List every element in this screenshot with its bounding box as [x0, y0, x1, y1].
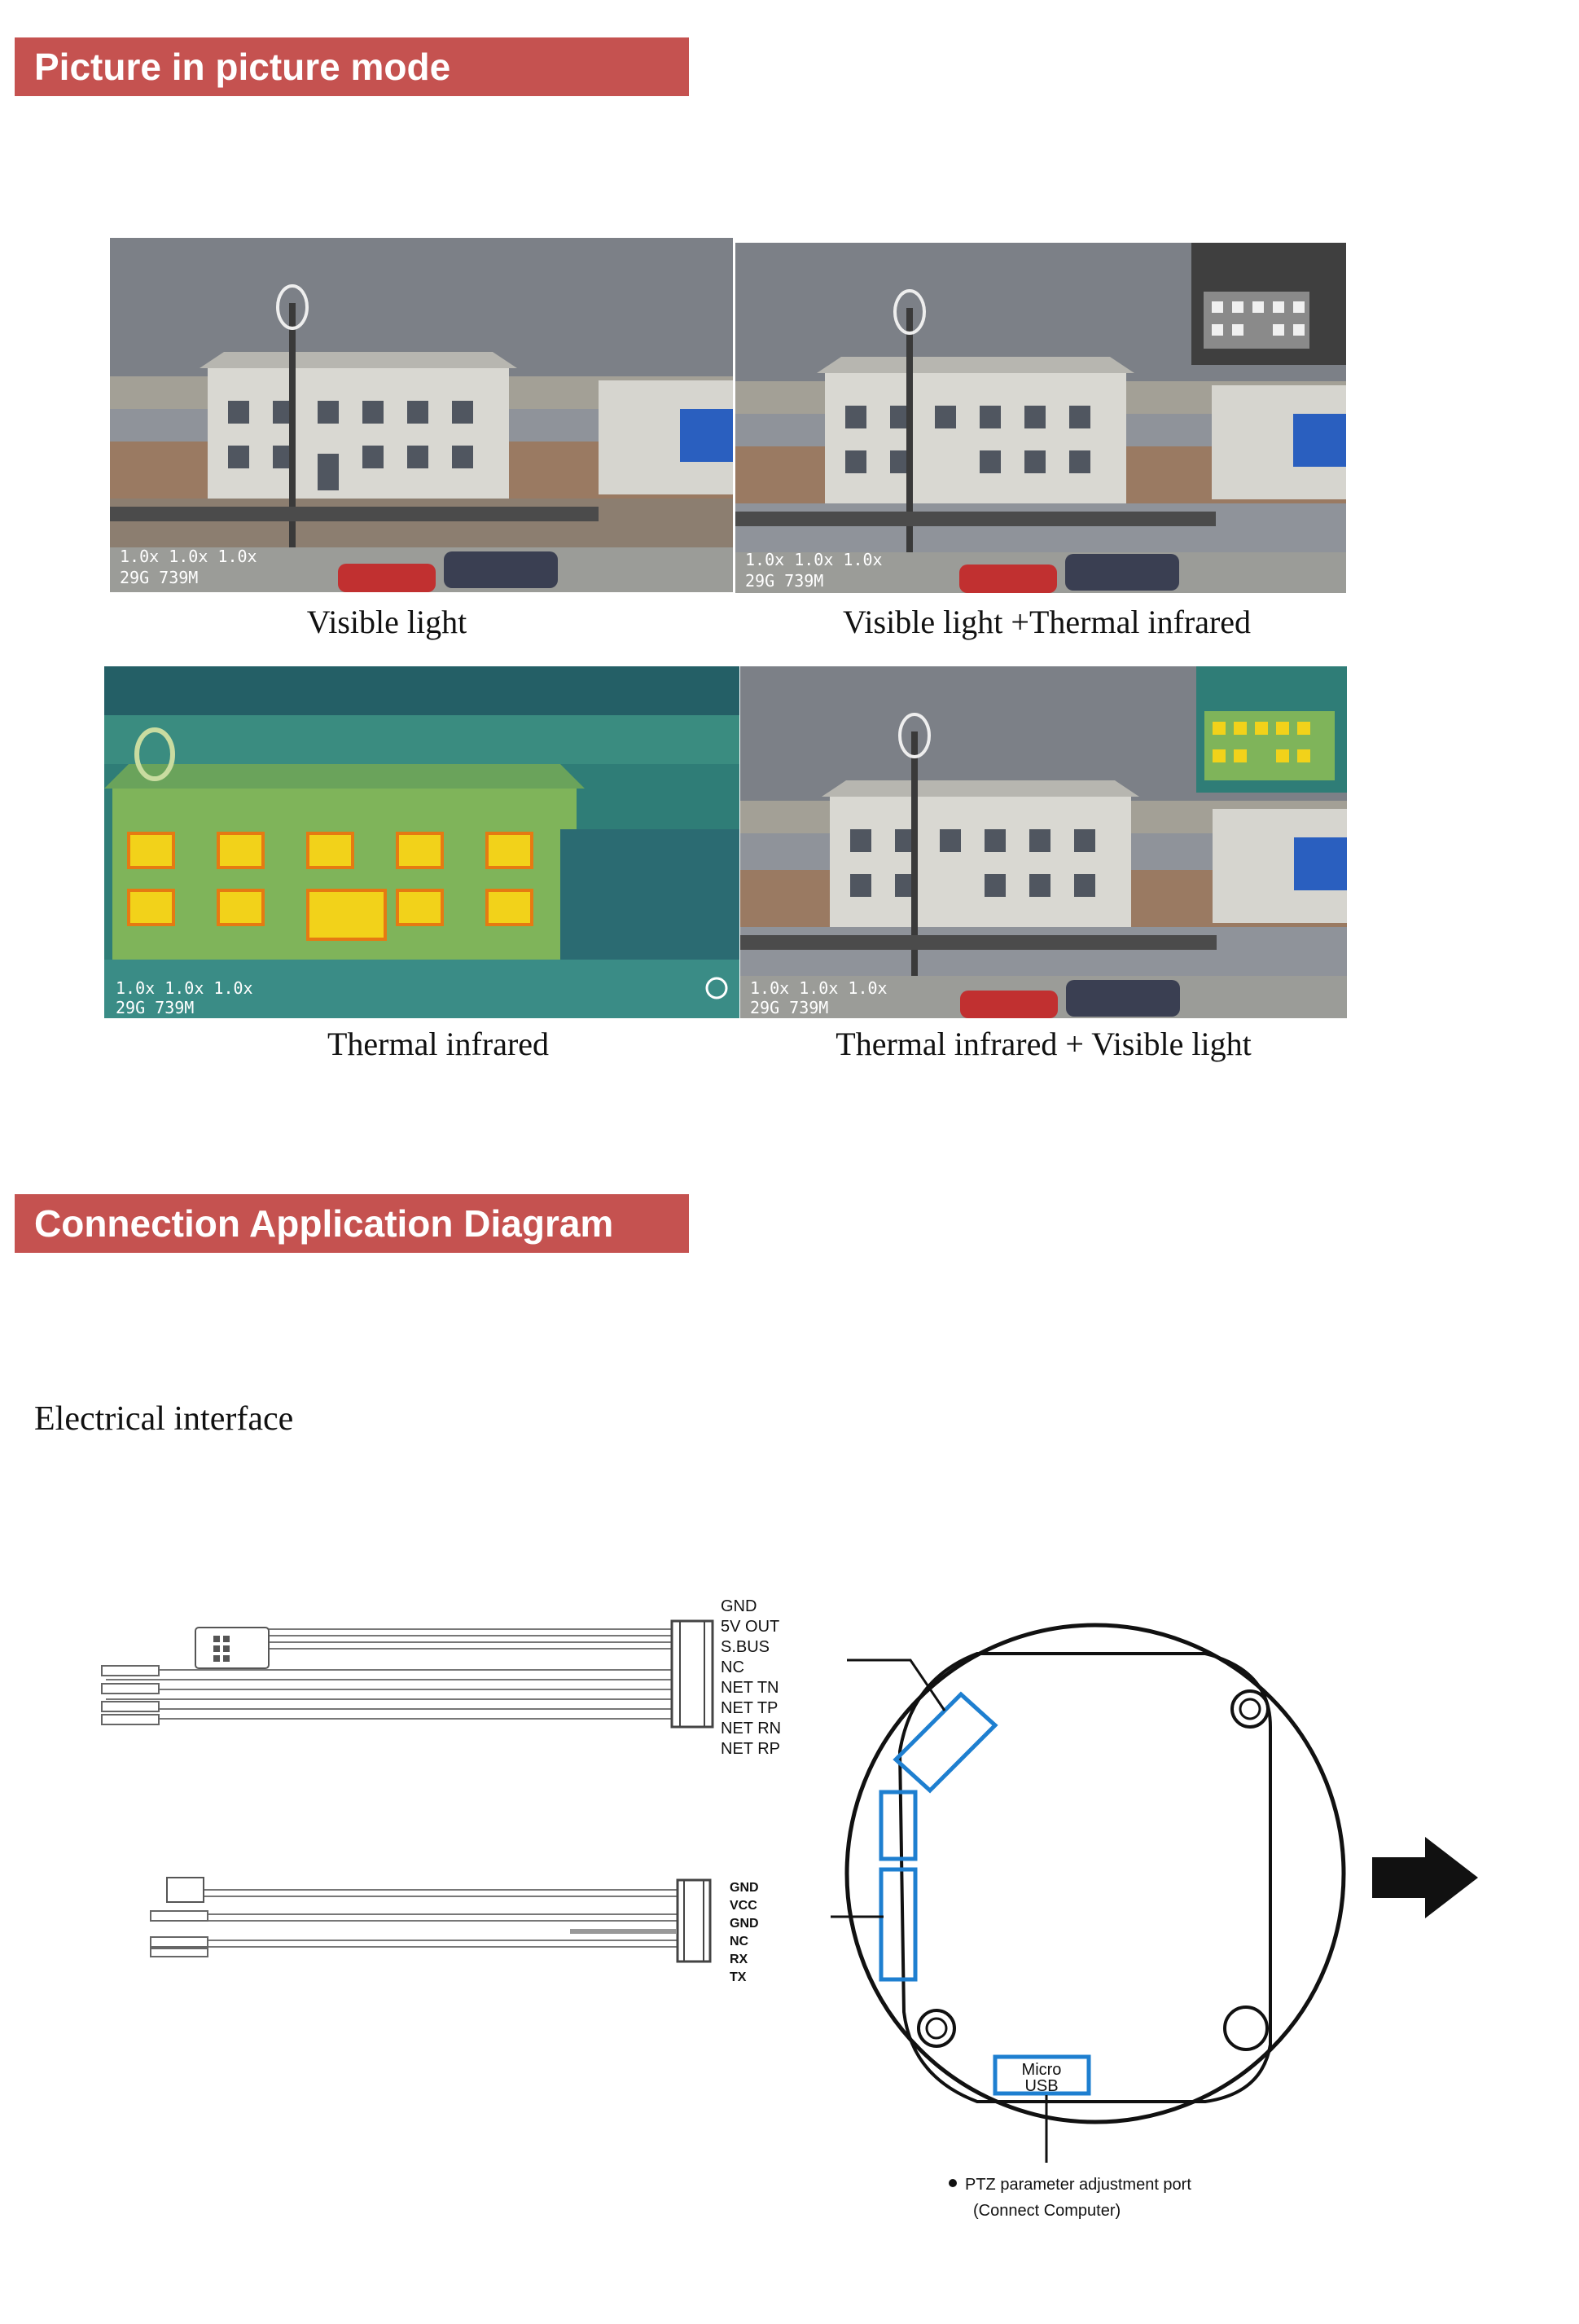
osd-zoom-text: 1.0x 1.0x 1.0x: [745, 550, 883, 569]
osd-zoom-text: 1.0x 1.0x 1.0x: [116, 978, 253, 998]
osd-zoom-text: 1.0x 1.0x 1.0x: [750, 978, 888, 998]
pin-label: NET RN: [721, 1720, 781, 1738]
camera-base-board: Micro USB: [831, 1623, 1346, 2163]
pip-section-title: Picture in picture mode: [15, 37, 689, 96]
pin-label: TX: [730, 1970, 747, 1984]
micro-usb-label: USB: [1024, 2077, 1058, 2095]
pin-label: S.BUS: [721, 1638, 770, 1656]
connection-section-title: Connection Application Diagram: [15, 1194, 689, 1253]
pin-label: NET TP: [721, 1699, 778, 1717]
pin-label: GND: [730, 1917, 759, 1931]
pin-label: VCC: [730, 1899, 757, 1913]
electrical-interface-label: Electrical interface: [34, 1400, 294, 1438]
caption-visible-light: Visible light: [306, 604, 467, 640]
thermal-visible-image: 1.0x 1.0x 1.0x 29G 739M: [740, 666, 1347, 1018]
cable-connector-1: [106, 1628, 676, 1720]
visible-light-image: 1.0x 1.0x 1.0x 29G 739M: [110, 238, 733, 592]
pin-label: NC: [730, 1935, 749, 1948]
connector-2-pin-labels: GND VCC GND NC RX TX: [730, 1881, 759, 1984]
osd-storage-text: 29G 739M: [120, 568, 198, 587]
port-note: PTZ parameter adjustment port: [965, 2176, 1191, 2194]
pin-label: RX: [730, 1953, 748, 1966]
caption-visible-thermal: Visible light +Thermal infrared: [842, 604, 1252, 640]
micro-usb-label: Micro: [1022, 2061, 1062, 2079]
pin-label: GND: [721, 1597, 757, 1615]
caption-thermal-visible: Thermal infrared + Visible light: [836, 1026, 1252, 1062]
pin-label: GND: [730, 1881, 759, 1895]
osd-storage-text: 29G 739M: [750, 998, 828, 1017]
port-note-sub: (Connect Computer): [973, 2202, 1121, 2220]
cable-connector-2: [155, 1889, 680, 1948]
pin-label: NET RP: [721, 1740, 780, 1758]
pin-label: 5V OUT: [721, 1618, 779, 1636]
arrow-right-icon: [1372, 1837, 1478, 1918]
connection-diagram: GND 5V OUT S.BUS NC NET TN NET TP NET RN…: [0, 1588, 1579, 2240]
osd-storage-text: 29G 739M: [745, 571, 823, 591]
pin-label: NET TN: [721, 1679, 779, 1697]
osd-storage-text: 29G 739M: [116, 998, 194, 1017]
thermal-infrared-image: 1.0x 1.0x 1.0x 29G 739M: [104, 666, 739, 1018]
pin-label: NC: [721, 1658, 744, 1676]
visible-thermal-image: 1.0x 1.0x 1.0x 29G 739M: [735, 243, 1346, 593]
caption-thermal: Thermal infrared: [327, 1026, 550, 1062]
connector-1-pin-labels: GND 5V OUT S.BUS NC NET TN NET TP NET RN…: [721, 1597, 781, 1758]
osd-zoom-text: 1.0x 1.0x 1.0x: [120, 547, 257, 566]
